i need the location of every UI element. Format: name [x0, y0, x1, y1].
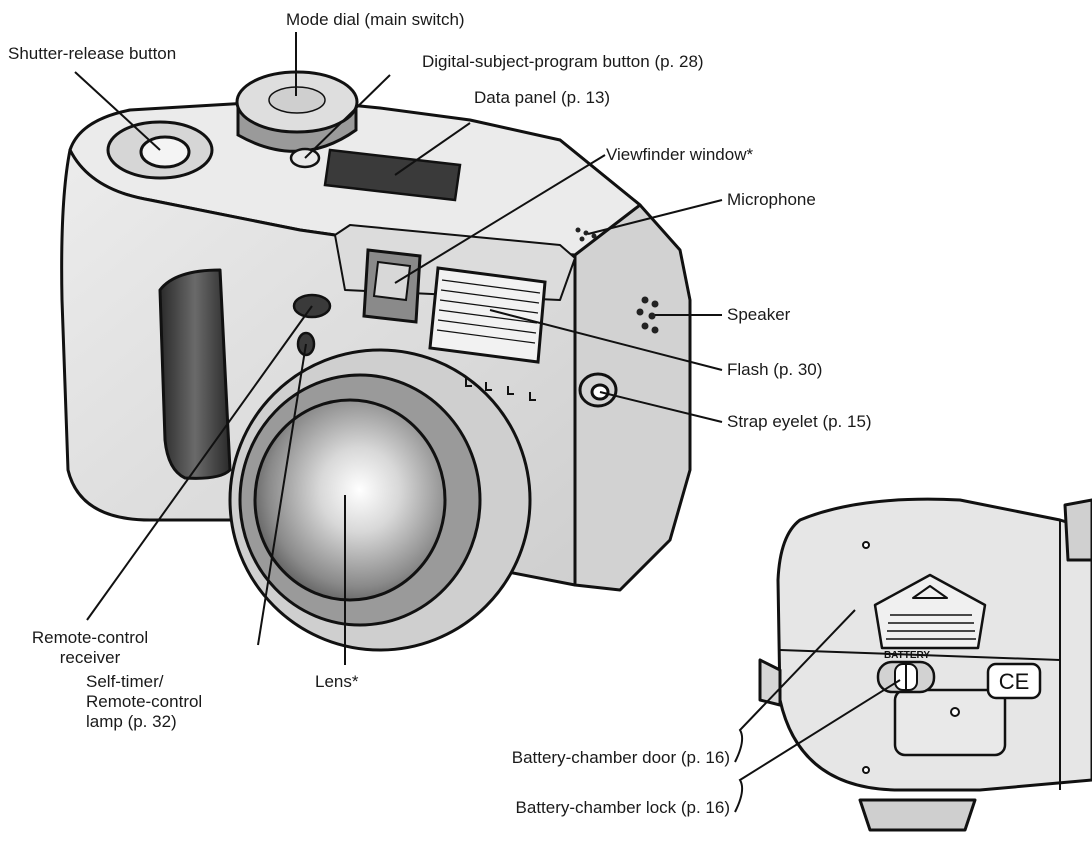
- label-digital-subject-program: Digital-subject-program button (p. 28): [422, 52, 704, 71]
- label-remote-receiver-line1: Remote-control: [31, 628, 149, 647]
- viewfinder-drawing: [362, 248, 422, 324]
- camera-bottom-view: [758, 497, 1092, 832]
- label-lens: Lens*: [315, 672, 359, 691]
- label-battery-lock: Battery-chamber lock (p. 16): [515, 798, 730, 817]
- ce-marking: CE: [999, 669, 1030, 694]
- label-viewfinder: Viewfinder window*: [606, 145, 754, 164]
- label-remote-receiver-line2: receiver: [59, 648, 121, 667]
- label-self-timer-line3: lamp (p. 32): [86, 712, 177, 731]
- label-mode-dial: Mode dial (main switch): [286, 10, 465, 29]
- label-speaker: Speaker: [727, 305, 791, 324]
- strap-eyelet-drawing: [578, 372, 618, 408]
- label-microphone: Microphone: [727, 190, 816, 209]
- flash-drawing: [428, 266, 547, 364]
- label-data-panel: Data panel (p. 13): [474, 88, 611, 107]
- lens-drawing: [228, 348, 532, 652]
- label-battery-door: Battery-chamber door (p. 16): [511, 748, 730, 767]
- label-flash: Flash (p. 30): [727, 360, 823, 379]
- mode-dial-drawing: [235, 70, 359, 153]
- label-shutter-release: Shutter-release button: [8, 44, 177, 63]
- label-self-timer: Self-timer/ Remote-control lamp (p. 32): [86, 672, 202, 732]
- battery-marking: BATTERY: [884, 650, 930, 661]
- leader-lines: [74, 32, 901, 813]
- label-strap-eyelet: Strap eyelet (p. 15): [727, 412, 872, 431]
- label-remote-receiver: Remote-control receiver: [20, 628, 160, 668]
- speaker-holes: [636, 296, 659, 334]
- label-self-timer-line2: Remote-control: [86, 692, 203, 711]
- label-self-timer-line1: Self-timer/: [86, 672, 164, 691]
- microphone-holes: [575, 227, 597, 242]
